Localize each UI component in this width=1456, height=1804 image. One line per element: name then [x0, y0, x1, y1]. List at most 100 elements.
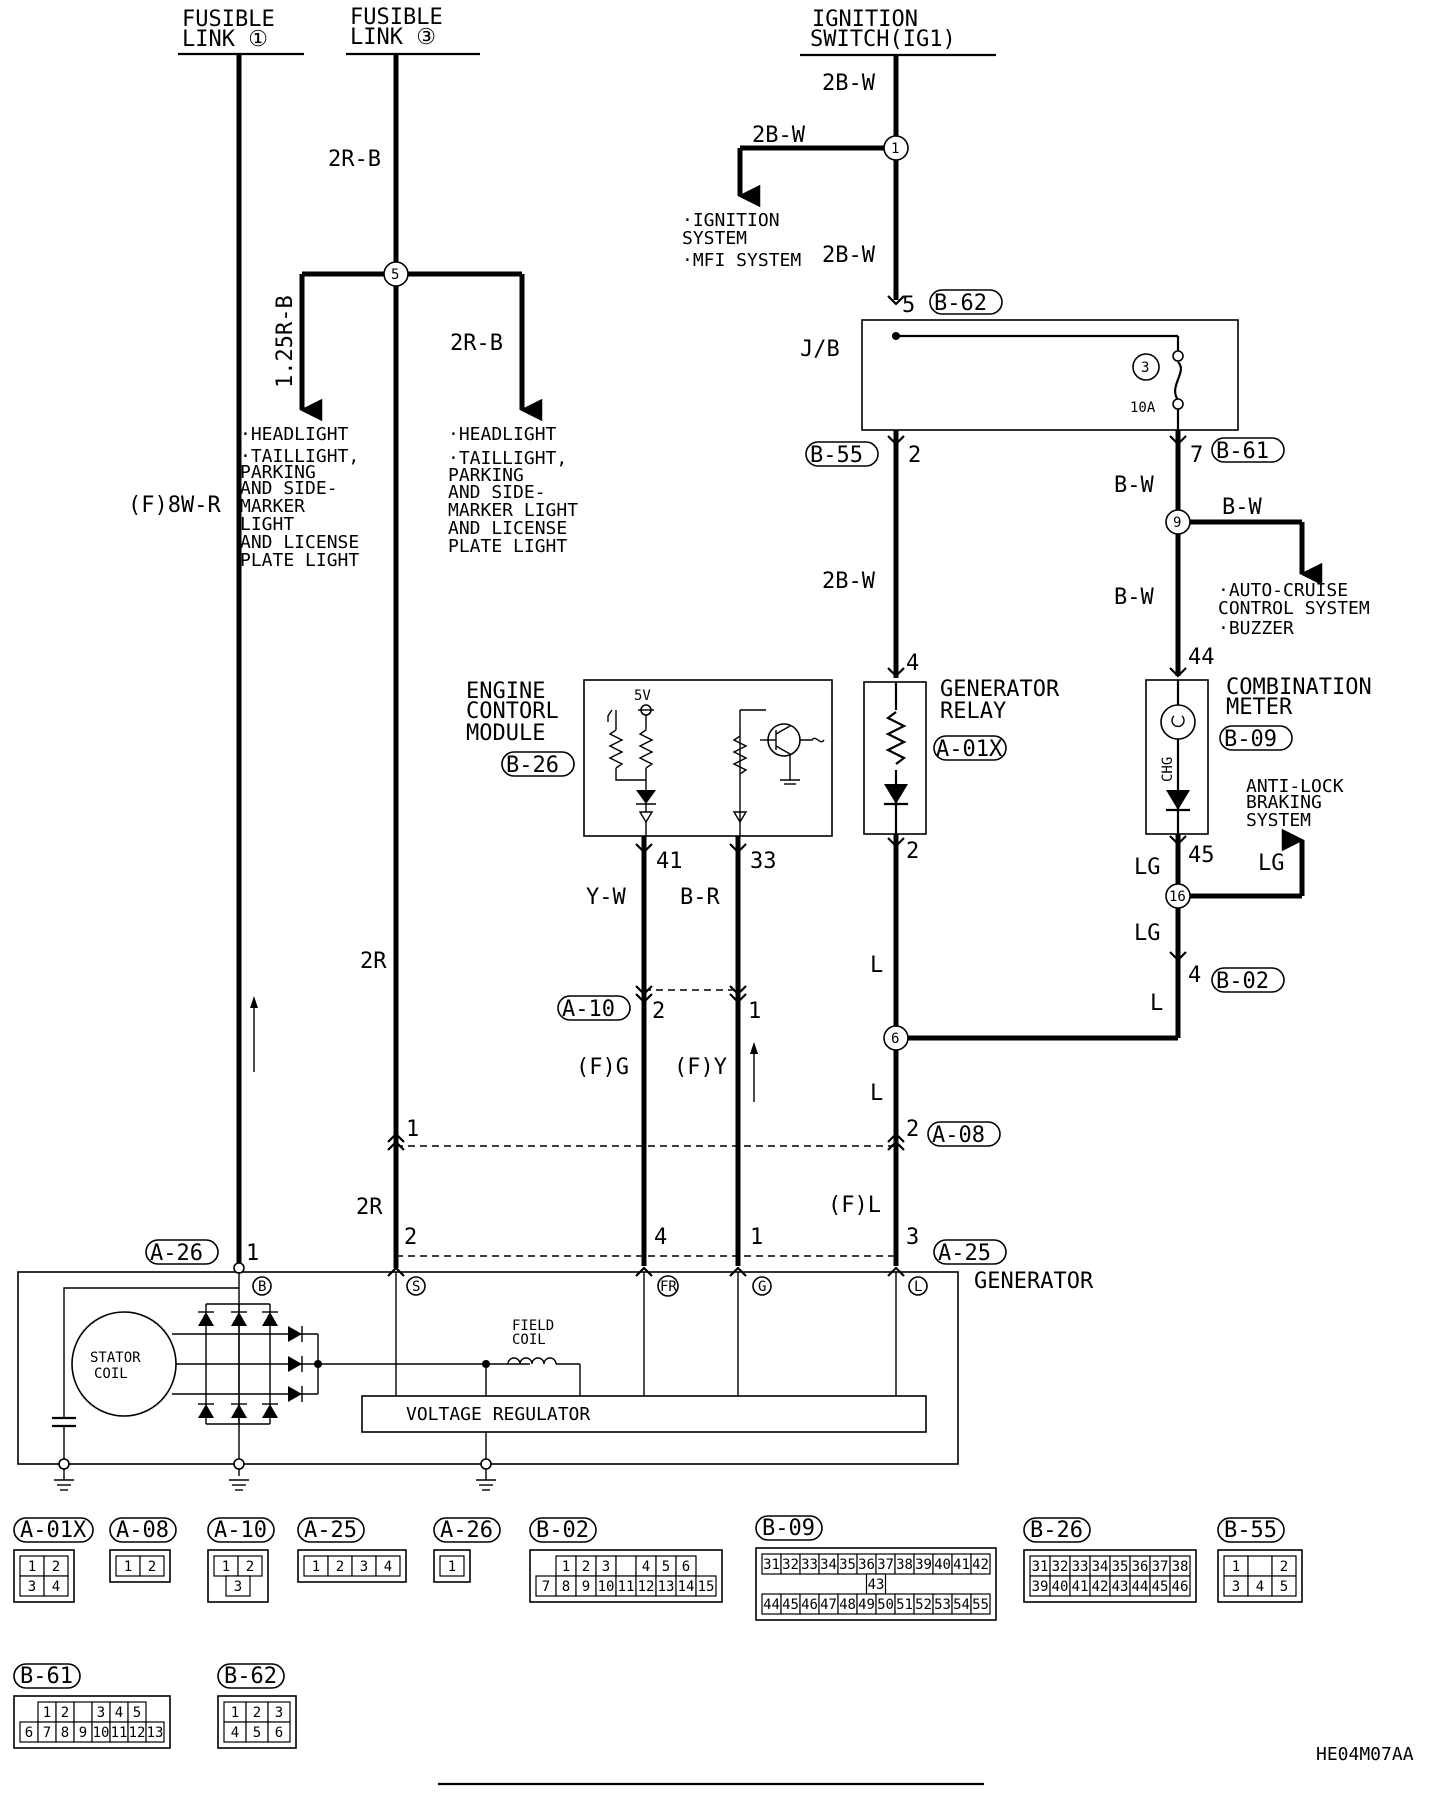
connector-a08: 1 2 A-08 [387, 1117, 1001, 1151]
svg-text:48: 48 [839, 1597, 856, 1613]
connector-a10: A-10 2 1 [557, 985, 761, 1024]
legend-pin: 38 [1169, 1555, 1191, 1577]
legend-pin: 37 [1149, 1555, 1171, 1577]
svg-text:B: B [258, 1279, 266, 1295]
svg-text:2R-B: 2R-B [450, 331, 503, 356]
legend-pin: 4 [375, 1555, 401, 1577]
svg-text:7: 7 [1190, 443, 1203, 468]
svg-text:7: 7 [542, 1579, 550, 1595]
svg-text:1: 1 [312, 1559, 320, 1575]
legend-pin [73, 1701, 93, 1723]
svg-text:3: 3 [906, 1225, 919, 1250]
svg-text:1.25R-B: 1.25R-B [273, 295, 298, 388]
legend-pin: 14 [675, 1575, 697, 1597]
legend-pin: 52 [913, 1593, 934, 1615]
svg-text:SWITCH(IG1): SWITCH(IG1) [810, 27, 956, 52]
svg-text:3: 3 [1232, 1579, 1240, 1595]
legend-pin: 45 [780, 1593, 801, 1615]
right-headlight-destination: ·HEADLIGHT ·TAILLIGHT, PARKING AND SIDE-… [448, 424, 578, 557]
legend-pin: 11 [109, 1721, 129, 1743]
svg-text:2: 2 [253, 1705, 261, 1721]
svg-text:3: 3 [234, 1579, 242, 1595]
legend-label: B-55 [1224, 1518, 1277, 1543]
legend-pin: 2 [575, 1555, 597, 1577]
svg-text:45: 45 [1188, 843, 1215, 868]
legend-pin: 31 [1029, 1555, 1051, 1577]
svg-text:B-55: B-55 [810, 443, 863, 468]
svg-text:3: 3 [1141, 360, 1149, 376]
svg-text:53: 53 [934, 1597, 951, 1613]
svg-text:2: 2 [61, 1705, 69, 1721]
legend-pin: 50 [875, 1593, 896, 1615]
legend-label: A-08 [116, 1518, 169, 1543]
combination-meter: 44 CHG 45 COMBINATION METER B-09 [1145, 645, 1372, 868]
legend-pin: 11 [615, 1575, 637, 1597]
svg-text:40: 40 [934, 1557, 951, 1573]
legend-pin: 3 [351, 1555, 377, 1577]
svg-text:AND SIDE-: AND SIDE- [240, 478, 338, 499]
svg-text:6: 6 [275, 1725, 283, 1741]
svg-text:FR: FR [660, 1279, 677, 1295]
svg-text:9: 9 [1173, 515, 1181, 531]
svg-text:32: 32 [1052, 1559, 1069, 1575]
svg-text:IGNITION: IGNITION [812, 7, 918, 32]
svg-text:B-W: B-W [1114, 585, 1154, 610]
legend-pin: 46 [799, 1593, 820, 1615]
svg-text:14: 14 [678, 1579, 695, 1595]
legend-pin: 1 [555, 1555, 577, 1577]
svg-text:10: 10 [598, 1579, 615, 1595]
legend-pin [1247, 1555, 1273, 1577]
svg-text:A-01X: A-01X [936, 737, 1003, 762]
svg-text:A-10: A-10 [562, 997, 615, 1022]
svg-text:38: 38 [896, 1557, 913, 1573]
svg-text:1: 1 [28, 1559, 36, 1575]
terminal-l: L [908, 1276, 928, 1296]
svg-text:13: 13 [147, 1725, 164, 1741]
svg-text:PLATE LIGHT: PLATE LIGHT [240, 550, 359, 571]
svg-text:49: 49 [858, 1597, 875, 1613]
svg-text:45: 45 [1152, 1579, 1169, 1595]
svg-text:4: 4 [642, 1559, 650, 1575]
svg-text:15: 15 [698, 1579, 715, 1595]
legend-pin: 43 [865, 1573, 887, 1595]
generator-relay: 4 2 GENERATOR RELAY A-01X [863, 651, 1060, 864]
legend-pin: 2 [327, 1555, 353, 1577]
svg-text:10: 10 [93, 1725, 110, 1741]
svg-text:L: L [1150, 991, 1163, 1016]
svg-text:ANTI-LOCK: ANTI-LOCK [1246, 776, 1344, 797]
svg-text:AND LICENSE: AND LICENSE [240, 532, 359, 553]
cruise-destination: ·AUTO-CRUISE CONTROL SYSTEM ·BUZZER [1218, 580, 1370, 639]
svg-text:CHG: CHG [1160, 757, 1176, 782]
svg-text:9: 9 [582, 1579, 590, 1595]
legend-label: B-62 [224, 1664, 277, 1689]
legend-pin: 4 [223, 1721, 247, 1743]
svg-text:1: 1 [750, 1225, 763, 1250]
svg-text:51: 51 [896, 1597, 913, 1613]
ignition-destination: ·IGNITION SYSTEM ·MFI SYSTEM [682, 210, 801, 271]
svg-text:31: 31 [1032, 1559, 1049, 1575]
svg-text:10A: 10A [1130, 400, 1156, 416]
legend-pin: 6 [675, 1555, 697, 1577]
svg-text:S: S [412, 1279, 420, 1295]
legend-pin: 49 [856, 1593, 877, 1615]
legend-pin: 1 [223, 1701, 247, 1723]
svg-text:3: 3 [360, 1559, 368, 1575]
legend-pin: 33 [799, 1553, 820, 1575]
legend-pin: 4 [43, 1575, 69, 1597]
svg-text:3: 3 [602, 1559, 610, 1575]
legend-pin: 39 [913, 1553, 934, 1575]
legend-pin: 1 [213, 1555, 239, 1577]
svg-text:COMBINATION: COMBINATION [1226, 675, 1372, 700]
diagram-code: HE04M07AA [1316, 1744, 1414, 1765]
svg-text:2R: 2R [356, 1195, 383, 1220]
svg-text:5: 5 [253, 1725, 261, 1741]
svg-text:LG: LG [1258, 851, 1285, 876]
connector-b61: 7 B-61 [1169, 435, 1285, 468]
svg-text:LG: LG [1134, 921, 1161, 946]
legend-pin: 54 [951, 1593, 972, 1615]
svg-text:1: 1 [43, 1705, 51, 1721]
legend-pin: 5 [1271, 1575, 1297, 1597]
